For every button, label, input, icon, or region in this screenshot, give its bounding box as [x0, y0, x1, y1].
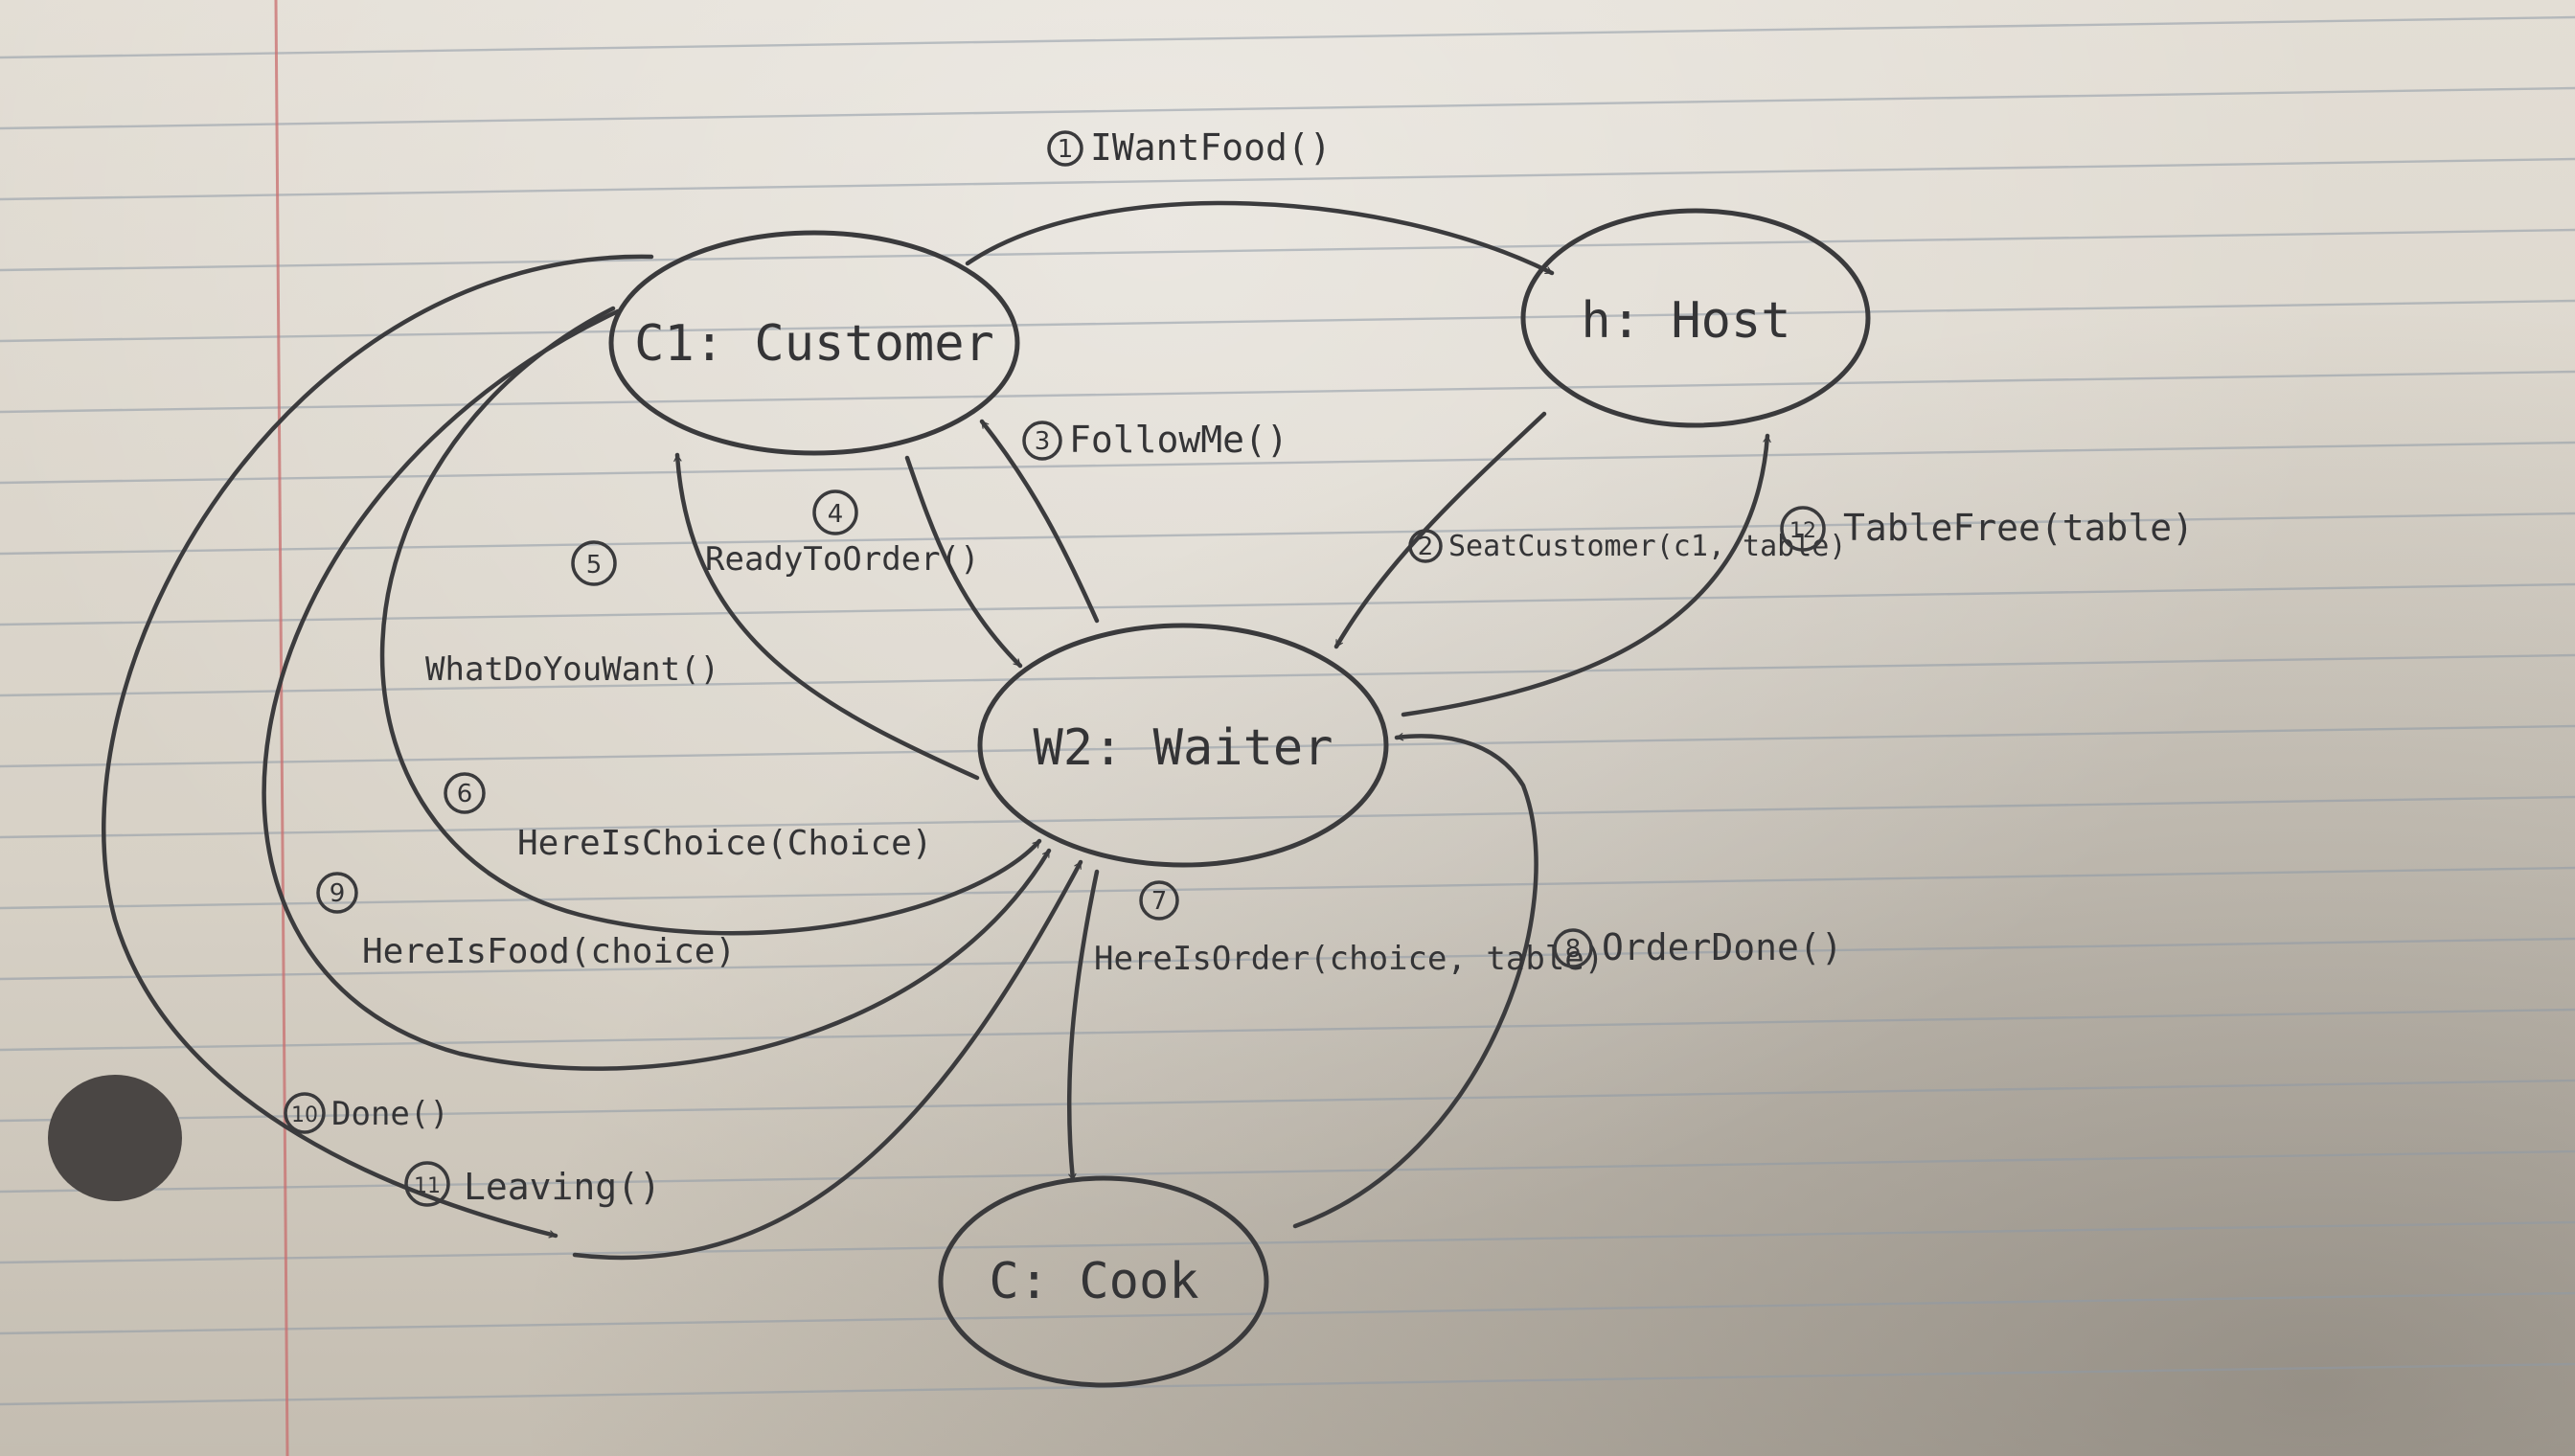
edge-2 — [1333, 411, 1547, 649]
message-4: 4 ReadyToOrder() — [705, 489, 980, 579]
message-2-label: SeatCustomer(c1, table) — [1448, 530, 1846, 563]
message-8-number: 8 — [1565, 935, 1582, 964]
message-2: 2 SeatCustomer(c1, table) — [1408, 529, 1846, 563]
message-12: 12 TableFree(table) — [1780, 506, 2194, 552]
cook-label: C: Cook — [989, 1253, 1198, 1310]
message-12-label: TableFree(table) — [1843, 507, 2194, 549]
message-10-number: 10 — [291, 1103, 318, 1127]
message-7-label: HereIsOrder(choice, table) — [1094, 940, 1604, 978]
waiter-node — [977, 623, 1389, 868]
message-2-number: 2 — [1418, 533, 1434, 561]
message-3-number: 3 — [1035, 427, 1051, 456]
message-9-number: 9 — [330, 879, 346, 908]
host-label: h: Host — [1581, 292, 1790, 350]
message-11: 11 Leaving() — [404, 1161, 661, 1208]
message-4-number: 4 — [828, 500, 844, 529]
message-3: 3 FollowMe() — [1022, 419, 1288, 461]
edge-1 — [965, 200, 1555, 276]
message-8-label: OrderDone() — [1602, 926, 1843, 968]
edge-8 — [1292, 733, 1538, 1229]
message-1: 1 IWantFood() — [1047, 126, 1332, 169]
edge-7 — [1066, 869, 1100, 1183]
ruled-lines — [0, 15, 2575, 1406]
waiter-label: W2: Waiter — [1033, 719, 1333, 777]
message-10: 10 Done() — [284, 1092, 449, 1134]
message-5: 5 WhatDoYouWant() — [425, 540, 719, 689]
message-7-number: 7 — [1151, 887, 1168, 916]
cook-node — [938, 1175, 1269, 1388]
edge-4 — [904, 455, 1023, 669]
message-5-number: 5 — [586, 551, 603, 580]
message-11-number: 11 — [414, 1174, 441, 1198]
edge-3 — [979, 419, 1100, 624]
customer-node — [608, 230, 1020, 456]
message-1-number: 1 — [1058, 135, 1074, 164]
message-9-label: HereIsFood(choice) — [362, 932, 736, 971]
margin-line — [274, 0, 289, 1456]
message-11-label: Leaving() — [464, 1166, 661, 1208]
message-6-number: 6 — [457, 780, 473, 808]
edge-12 — [1401, 433, 1771, 717]
message-8: 8 OrderDone() — [1553, 926, 1843, 968]
message-12-number: 12 — [1789, 519, 1816, 543]
message-7: 7 HereIsOrder(choice, table) — [1094, 880, 1604, 978]
message-5-label: WhatDoYouWant() — [425, 650, 719, 689]
edge-9 — [262, 308, 1052, 1071]
message-1-label: IWantFood() — [1090, 126, 1332, 169]
host-node — [1520, 208, 1871, 428]
message-6-label: HereIsChoice(Choice) — [517, 824, 932, 863]
edge-11 — [572, 859, 1083, 1261]
customer-label: C1: Customer — [634, 315, 994, 373]
message-4-label: ReadyToOrder() — [705, 540, 980, 579]
edge-6 — [379, 306, 1042, 936]
message-3-label: FollowMe() — [1069, 419, 1288, 461]
binder-hole — [48, 1075, 182, 1201]
message-10-label: Done() — [331, 1095, 449, 1133]
message-9: 9 HereIsFood(choice) — [316, 872, 736, 971]
edge-10 — [102, 254, 654, 1239]
edge-5 — [673, 452, 980, 781]
message-6: 6 HereIsChoice(Choice) — [444, 772, 932, 863]
